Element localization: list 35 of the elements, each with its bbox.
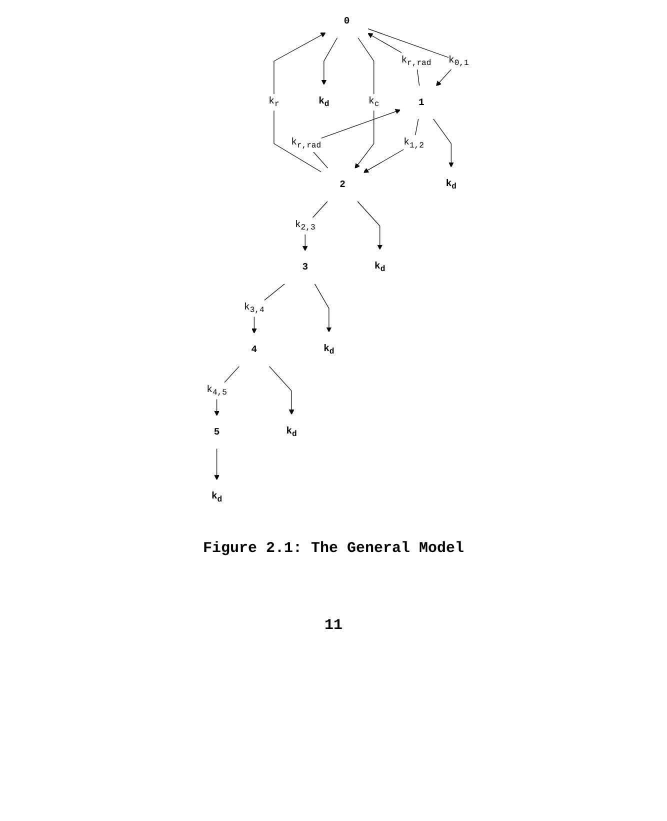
arrow [268,366,294,415]
node-text: 2 [339,179,345,190]
node-text: k$_{d}$ [445,178,456,192]
edge-label: k$_{1,2}$ [403,136,424,150]
edge-label: k$_{3,4}$ [244,302,264,316]
figure-caption: Figure 2.1: The General Model [202,540,464,557]
arrow [273,32,326,172]
node-text: 4 [250,344,257,356]
node-text: 5 [213,426,220,438]
arrow [356,200,382,250]
node-text: 0 [343,16,350,27]
node-text: 1 [418,96,424,108]
edge-label: k$_{4,5}$ [206,384,226,398]
node-text: k$_{d}$ [323,343,334,356]
node-text: k$_{d}$ [318,96,329,110]
arrow [251,283,285,334]
arrow [314,283,332,332]
arrow [302,200,328,252]
edge-label: k$_{r}$ [268,96,279,110]
page-number: 11 [324,617,342,634]
edge-label: k$_{r,rad}$ [290,136,321,150]
edge-label: k$_{r,rad}$ [400,54,431,68]
edge-label: k$_{2,3}$ [294,219,315,233]
arrow [214,448,219,480]
node-text: 3 [302,262,308,273]
arrow [214,366,240,416]
edge-label: k$_{0,1}$ [448,54,468,68]
arrow [432,118,454,168]
arrow [320,37,338,85]
arrow [354,37,374,169]
edge-label: k$_{c}$ [368,96,379,110]
node-text: k$_{d}$ [374,260,385,274]
node-text: k$_{d}$ [211,490,222,504]
node-text: k$_{d}$ [286,425,296,439]
arrow [362,118,418,173]
